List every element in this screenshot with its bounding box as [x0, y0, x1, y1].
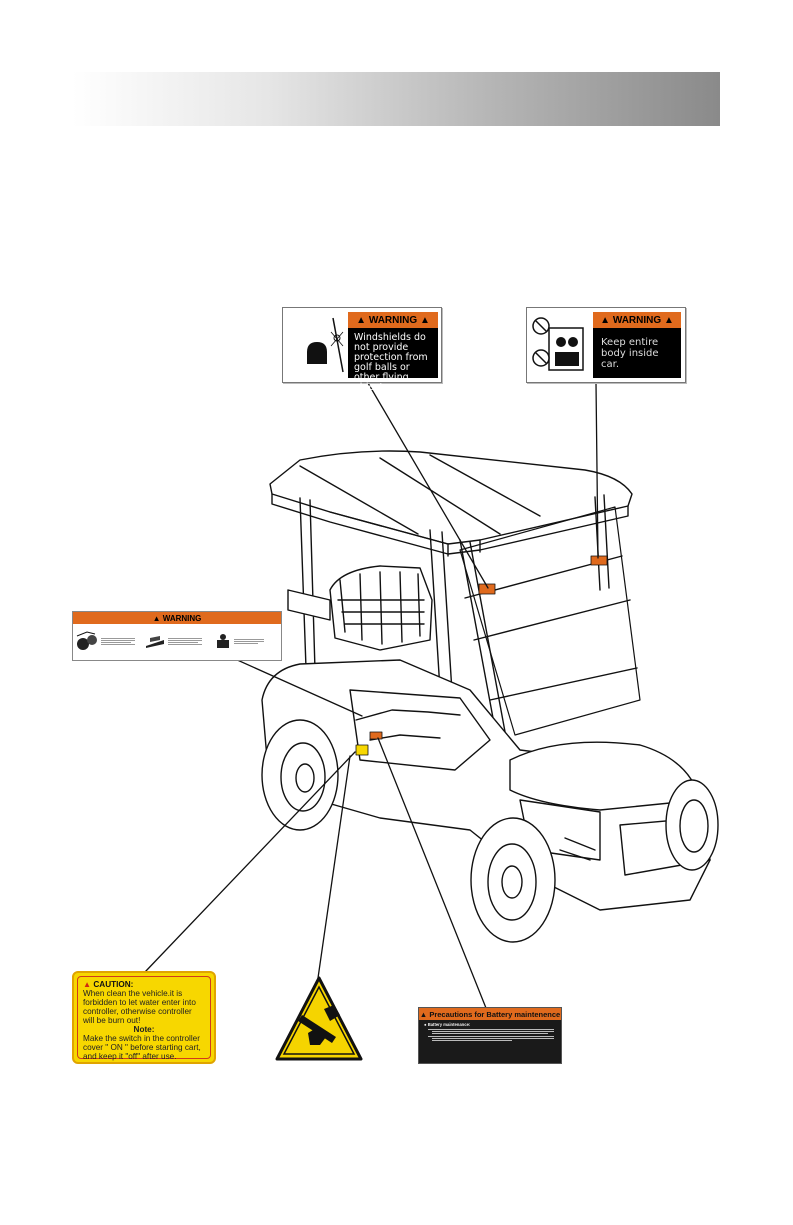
warning-heading: ▲ WARNING ▲	[348, 312, 438, 328]
warning-heading: ▲ WARNING ▲	[593, 312, 681, 328]
caution-note-heading: Note:	[133, 1025, 155, 1034]
warning-triangle-icon: ▲	[600, 314, 613, 326]
caution-heading: ▲ CAUTION:	[83, 980, 134, 989]
overturn-icon	[76, 631, 97, 650]
warning-triangle-icon: ▲	[152, 613, 163, 623]
flying-ball-icon	[287, 312, 347, 378]
windshield-warning-text: Windshields do not provide protection fr…	[354, 332, 428, 393]
battery-subheading: ● Battery maintenance:	[424, 1022, 471, 1027]
warning-triangle-icon: ▲	[417, 314, 430, 326]
section-header-bar	[72, 72, 720, 126]
warning-triangle-icon: ▲	[419, 1009, 430, 1019]
controller-caution-label: ▲ CAUTION: When clean the vehicle.it is …	[72, 971, 216, 1064]
warning-triangle-icon: ▲	[661, 314, 674, 326]
battery-fine-print	[424, 1029, 556, 1041]
hand-pinch-icon	[275, 976, 363, 1061]
no-hands-outside-icon	[531, 312, 593, 378]
keep-body-warning-label: ▲ WARNING ▲ Keep entire body inside car.	[526, 307, 686, 383]
warning-panel-3	[212, 624, 281, 658]
battery-maintenance-label: ▲ Precautions for Battery maintenence ● …	[418, 1007, 562, 1064]
windshield-warning-label: ▲ WARNING ▲ Windshields do not provide p…	[282, 307, 442, 393]
rear-warning-label: ▲ WARNING	[72, 611, 282, 661]
caution-note-text: Make the switch in the controller cover …	[83, 1034, 201, 1061]
cart-slope-icon	[146, 636, 165, 648]
warning-panel-1	[73, 624, 142, 658]
keep-body-text: Keep entire body inside car.	[601, 337, 659, 370]
hand-pinch-warning-label	[274, 975, 364, 1063]
warning-panel-2	[142, 624, 211, 658]
occupant-icon	[216, 634, 229, 648]
caution-text: When clean the vehicle.it is forbidden t…	[83, 989, 196, 1025]
warning-triangle-icon: ▲	[356, 314, 369, 326]
warning-heading: ▲ WARNING	[73, 612, 281, 624]
warning-triangle-icon: ▲	[83, 980, 94, 989]
battery-heading: ▲ Precautions for Battery maintenence	[419, 1008, 561, 1020]
